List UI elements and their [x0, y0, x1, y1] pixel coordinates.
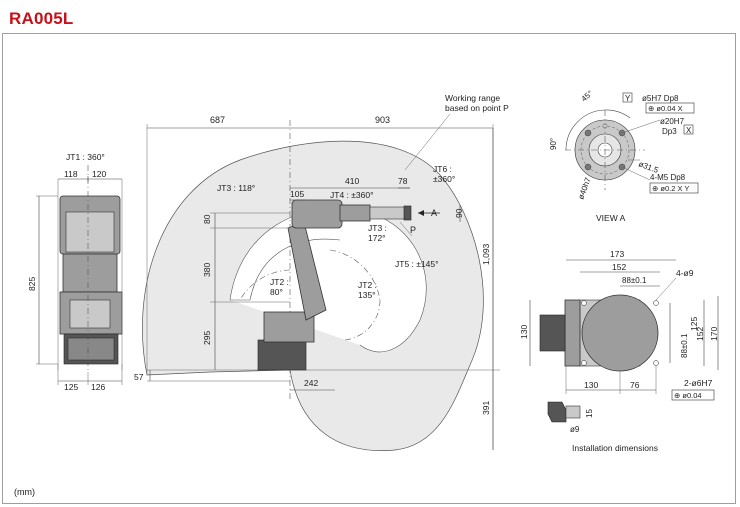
jt3-118: JT3 : 118°	[217, 183, 255, 193]
side-jt1-label: JT1 : 360°	[66, 152, 105, 162]
dim-380: 380	[202, 263, 212, 277]
working-range-label-2: based on point P	[445, 103, 509, 113]
jt6-value: ±360°	[433, 174, 455, 184]
dim-242: 242	[304, 378, 318, 388]
install-173: 173	[610, 249, 624, 259]
install-88: 88±0.1	[622, 276, 647, 285]
dim-391: 391	[481, 401, 491, 415]
dia-40h7: ø40h7	[576, 176, 592, 201]
side-width-top-right: 120	[92, 169, 106, 179]
jt3-172-a: JT3 :	[368, 223, 387, 233]
install-152: 152	[612, 262, 626, 272]
dim-105: 105	[290, 189, 304, 199]
install-dia-9: ø9	[570, 425, 580, 434]
view-a-marker: A	[431, 208, 437, 218]
install-tol: ⊕ ø0.04	[674, 391, 702, 400]
hole-20h7: ø20H7	[660, 117, 685, 126]
install-125: 125	[689, 317, 699, 331]
dim-903: 903	[375, 115, 390, 125]
side-width-top-left: 118	[64, 169, 78, 179]
jt5-label: JT5 : ±145°	[395, 259, 439, 269]
robot-wrist	[369, 206, 409, 220]
install-pins: 2-ø6H7	[684, 378, 713, 388]
side-width-bot-left: 125	[64, 382, 78, 392]
jt2-80-a: JT2 :	[270, 277, 289, 287]
hole-5h7: ø5H7 Dp8	[642, 94, 679, 103]
jt2-80-b: 80°	[270, 287, 283, 297]
install-130-left: 130	[519, 325, 529, 339]
working-range-label: Working range	[445, 93, 500, 103]
install-88v: 88±0.1	[680, 333, 689, 358]
unit-note: (mm)	[14, 487, 35, 497]
installation-view: 173 152 88±0.1 4-ø9 130 125 88±0.1 152 1…	[519, 249, 719, 453]
side-width-bot-right: 126	[91, 382, 105, 392]
robot-base	[257, 339, 307, 371]
frame-border	[2, 33, 736, 504]
dim-687: 687	[210, 115, 225, 125]
dim-1093: 1,093	[481, 243, 491, 265]
install-170: 170	[709, 327, 719, 341]
install-15: 15	[585, 409, 594, 418]
datum-x: X	[686, 126, 692, 135]
jt2-135-a: JT2 :	[358, 280, 377, 290]
side-height: 825	[27, 277, 37, 291]
install-holes-9: 4-ø9	[676, 268, 694, 278]
robot-elbow	[291, 199, 343, 229]
dim-295: 295	[202, 331, 212, 345]
install-76: 76	[630, 380, 640, 390]
jt3-172-b: 172°	[368, 233, 386, 243]
install-152v: 152	[695, 327, 705, 341]
view-a-angle-90: 90°	[549, 138, 558, 150]
datum-y: Y	[625, 94, 631, 103]
m5-label: 4-M5 Dp8	[650, 173, 686, 182]
jt6-label: JT6 :	[433, 164, 452, 174]
dp3-label: Dp3	[662, 127, 677, 136]
point-p-label: P	[410, 225, 416, 235]
tol-frame-2: ⊕ ø0.2 X Y	[652, 184, 689, 193]
view-a-angle-45: 45°	[580, 89, 595, 104]
dim-80: 80	[202, 214, 212, 224]
install-caption: Installation dimensions	[572, 443, 658, 453]
view-a: 45° 90° Y ø5H7 Dp8 ⊕ ø0.04 X ø20H7 Dp3 X…	[549, 89, 699, 223]
view-a-caption: VIEW A	[596, 213, 626, 223]
side-view: JT1 : 360° 118 120 825 125 126	[27, 152, 123, 392]
model-title: RA005L	[9, 9, 74, 28]
install-base-circle	[581, 294, 659, 372]
install-130-bot: 130	[584, 380, 598, 390]
dim-57: 57	[134, 372, 144, 382]
jt4-label: JT4 : ±360°	[330, 190, 374, 200]
jt2-135-b: 135°	[358, 290, 376, 300]
dim-410: 410	[345, 176, 359, 186]
robot-upper-arm	[339, 204, 371, 222]
dim-90: 90	[454, 208, 464, 218]
main-view: 687 903 Working range based on point P 5…	[134, 93, 509, 451]
tol-frame-1: ⊕ ø0.04 X	[648, 104, 683, 113]
dim-78: 78	[398, 176, 408, 186]
